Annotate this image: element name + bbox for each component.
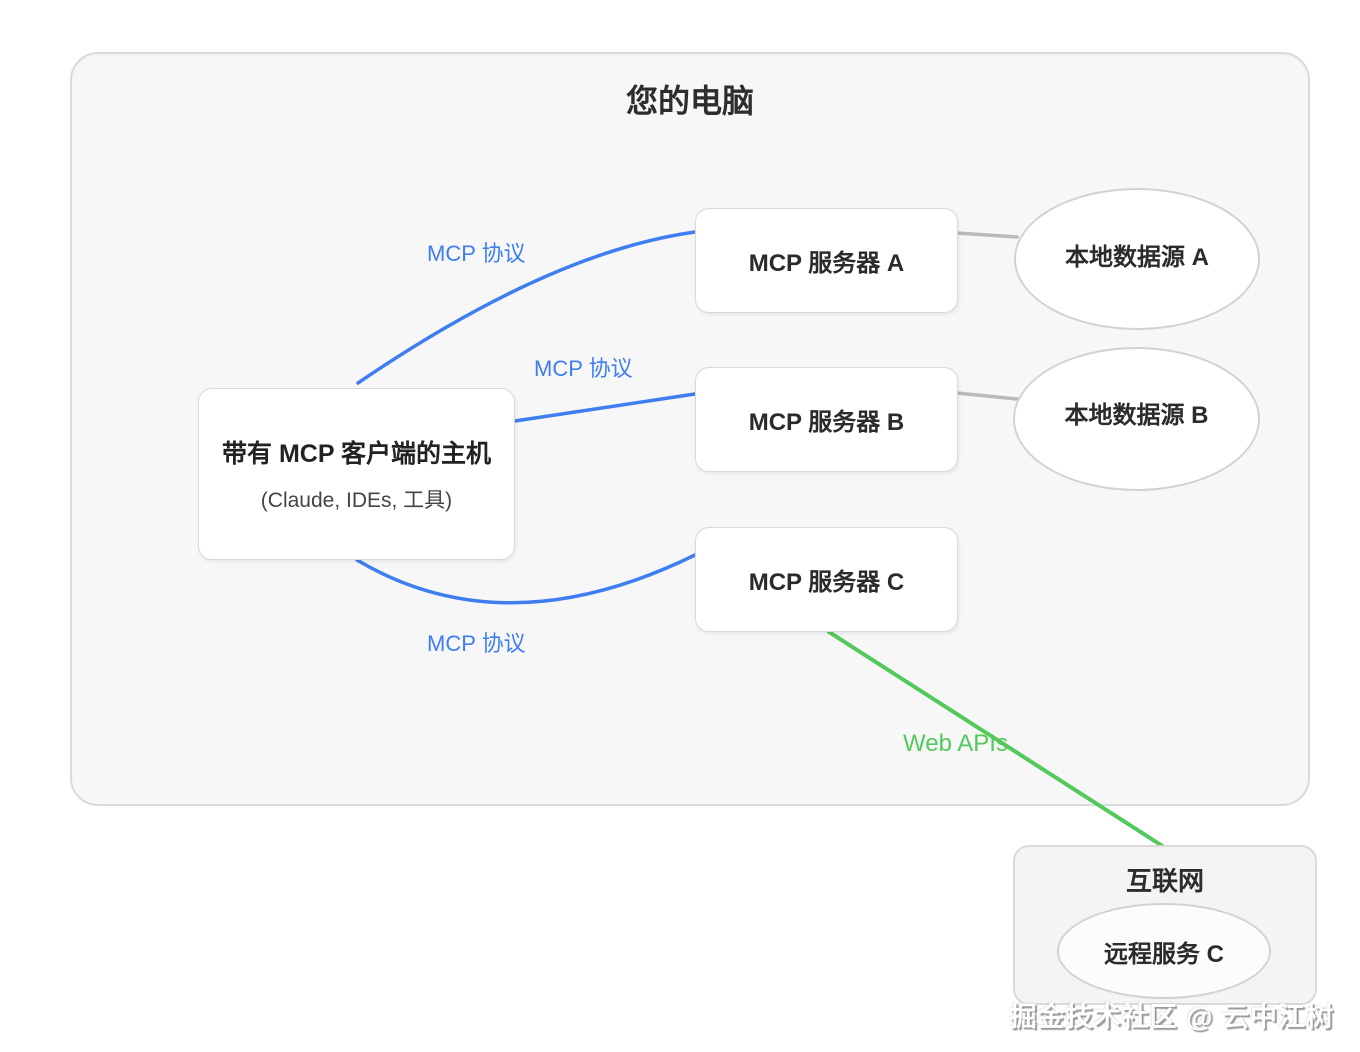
datasource-b-label: 本地数据源 B: [1064, 401, 1209, 429]
server-b-label: MCP 服务器 B: [748, 409, 905, 436]
server-c-node: MCP 服务器 C: [695, 527, 958, 632]
edge-server-a-datasource-a: [955, 231, 1019, 239]
datasource-a-node: 本地数据源 A: [1014, 188, 1260, 330]
internet-container: 互联网 远程服务 C: [1013, 845, 1317, 1005]
server-b-node: MCP 服务器 B: [695, 367, 958, 472]
server-a-label: MCP 服务器 A: [748, 250, 905, 277]
edge-label-mcp-protocol-c: MCP 协议: [427, 631, 526, 656]
edge-host-server-a: [356, 230, 697, 385]
edge-server-c-internet: [827, 630, 1166, 849]
edge-label-mcp-protocol-a: MCP 协议: [427, 241, 526, 266]
datasource-a-label: 本地数据源 A: [1065, 243, 1209, 271]
edge-label-mcp-protocol-b: MCP 协议: [534, 356, 633, 381]
internet-title: 互联网: [1125, 866, 1204, 896]
edge-host-server-c: [355, 553, 697, 605]
edge-server-b-datasource-b: [955, 391, 1019, 401]
host-title: 带有 MCP 客户端的主机: [222, 440, 491, 468]
host-node: 带有 MCP 客户端的主机 (Claude, IDEs, 工具): [198, 388, 515, 560]
computer-title: 您的电脑: [625, 83, 754, 119]
remote-service-node: 远程服务 C: [1057, 903, 1271, 999]
remote-service-label: 远程服务 C: [1104, 940, 1224, 968]
server-c-label: MCP 服务器 C: [748, 569, 905, 596]
server-a-node: MCP 服务器 A: [695, 208, 958, 313]
host-subtitle: (Claude, IDEs, 工具): [260, 489, 453, 512]
edge-label-web-apis: Web APIs: [903, 730, 1008, 757]
datasource-b-node: 本地数据源 B: [1013, 347, 1260, 491]
watermark: 掘金技术社区 @ 云中江树: [1009, 1002, 1334, 1032]
edge-host-server-b: [513, 392, 697, 423]
